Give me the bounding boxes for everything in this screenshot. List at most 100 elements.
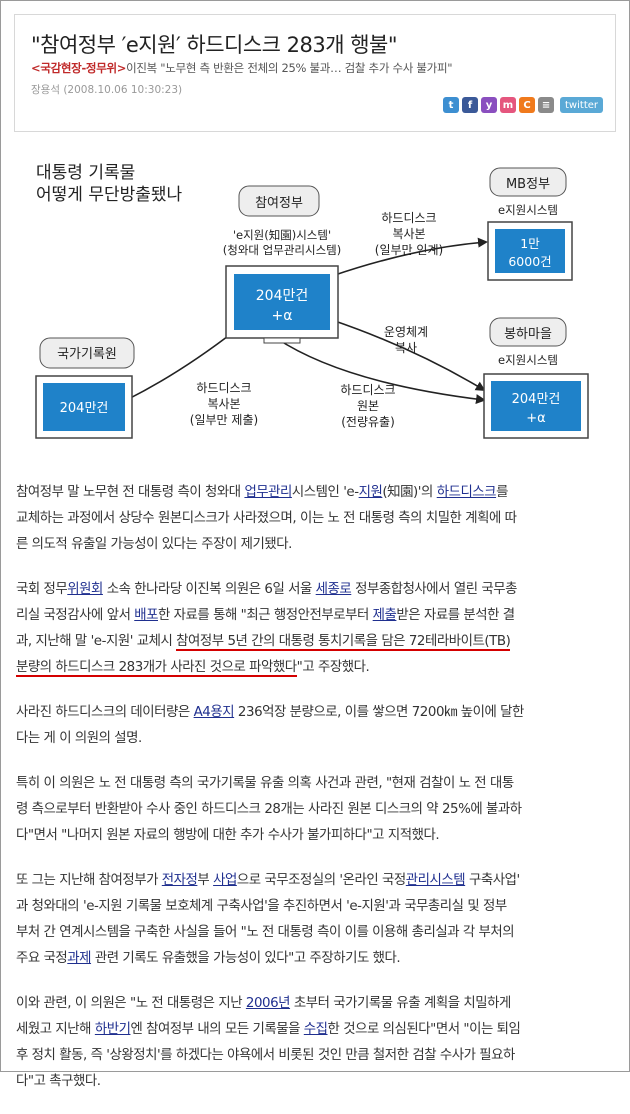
highlighted-text: 분량의 하드디스크 283개가 사라진 것으로 파악했다 (16, 660, 297, 677)
text-line: 다"면서 "나머지 원본 자료의 행방에 대한 추가 수사가 불가피하다"고 지… (16, 828, 440, 843)
keyword-link[interactable]: 전자정 (161, 873, 198, 888)
share-toolbar: t f y m C ≡ twitter (443, 97, 603, 113)
keyword-link[interactable]: 하반기 (94, 1022, 131, 1037)
keyword-link[interactable]: 지원 (358, 485, 383, 500)
text: 부 (197, 873, 214, 888)
text: 한 자료를 통해 "최근 행정안전부로부터 (158, 608, 373, 623)
text: 엔 참여정부 내의 모든 기록물을 (130, 1022, 304, 1037)
text-line: 후 정치 활동, 즉 '상왕정치'를 하겠다는 야욕에서 비롯된 것인 만큼 철… (16, 1048, 515, 1063)
arrow-archive-label1: 하드디스크 (196, 381, 251, 395)
facebook-icon[interactable]: f (462, 97, 479, 113)
keyword-link[interactable]: 수집 (303, 1022, 328, 1037)
keyword-link[interactable]: 세종로 (315, 582, 352, 597)
center-sub1: 'e지원(知園)시스템' (233, 228, 331, 242)
bongha-label-box (489, 317, 567, 347)
text: 이와 관련, 이 의원은 "노 전 대통령은 지난 (16, 996, 246, 1011)
text: 국회 정무 (16, 582, 68, 597)
text: 참여정부 말 노무현 전 대통령 측이 청와대 (16, 485, 245, 500)
arrow-to-mb (331, 237, 488, 277)
bongha-value1: 204만건 (512, 392, 561, 407)
text: 236억장 분량으로, 이를 쌓으면 7200㎞ 높이에 달한 (234, 705, 524, 720)
keyword-link[interactable]: 하드디스크 (436, 485, 497, 500)
archive-label: 국가기록원 (57, 347, 117, 362)
keyword-link[interactable]: 사업 (213, 873, 237, 888)
twitter-button[interactable]: twitter (560, 97, 603, 113)
arrow-orig-label3: (전량유출) (341, 415, 395, 429)
center-sub2: (청와대 업무관리시스템) (223, 243, 341, 257)
bongha-screen (491, 381, 581, 431)
keyword-link[interactable]: A4용지 (193, 705, 235, 720)
text: 주요 국정 (16, 951, 68, 966)
text: 또 그는 지난해 참여정부가 (16, 873, 162, 888)
c-icon[interactable]: C (519, 97, 536, 113)
mb-label: MB정부 (506, 177, 550, 192)
paragraph-4: 특히 이 의원은 노 전 대통령 측의 국가기록물 유출 의혹 사건과 관련, … (16, 771, 616, 849)
m-icon[interactable]: m (500, 97, 517, 113)
keyword-link[interactable]: 과제 (67, 951, 92, 966)
archive-screen (43, 383, 125, 431)
keyword-link[interactable]: 2006년 (245, 996, 291, 1011)
graphic-headline-2: 어떻게 무단방출됐나 (36, 185, 183, 205)
text: 구축사업' (465, 873, 520, 888)
center-screen (234, 274, 330, 330)
arrow-os-label1: 운영체계 (384, 325, 428, 339)
text: 으로 국무조정실의 '온라인 국정 (236, 873, 406, 888)
keyword-link[interactable]: 제출 (372, 608, 397, 623)
arrow-archive-label2: 복사본 (207, 397, 240, 411)
text-line: 령 측으로부터 반환받아 수사 중인 하드디스크 28개는 사라진 원본 디스크… (16, 802, 522, 817)
arrow-os-copy (331, 319, 486, 392)
text-line: 다"고 촉구했다. (16, 1074, 101, 1089)
text: (知園)'의 (382, 485, 437, 500)
highlighted-text: 참여정부 5년 간의 대통령 통치기록을 담은 72테라바이트(TB) (176, 634, 511, 651)
arrow-orig-label2: 원본 (357, 399, 379, 413)
article-title: "참여정부 ′e지원′ 하드디스크 283개 행불" (31, 33, 398, 57)
mb-sub: e지원시스템 (498, 203, 558, 217)
archive-value: 204만건 (60, 401, 109, 416)
keyword-link[interactable]: 위원회 (67, 582, 103, 597)
subtitle-text: 이진복 "노무현 측 반환은 전체의 25% 불과… 검찰 추가 수사 불가피" (126, 61, 453, 75)
print-icon[interactable]: ≡ (538, 97, 555, 113)
center-label: 참여정부 (255, 196, 303, 211)
arrow-mb-label1: 하드디스크 (381, 211, 436, 225)
text-line: 교체하는 과정에서 상당수 원본디스크가 사라졌으며, 이는 노 전 대통령 측… (16, 511, 517, 526)
bongha-value2: +α (526, 411, 545, 426)
bongha-label: 봉하마을 (504, 327, 552, 342)
article-body: 참여정부 말 노무현 전 대통령 측이 청와대 업무관리시스템인 'e-지원(知… (16, 480, 616, 1114)
keyword-link[interactable]: 관리시스템 (405, 873, 466, 888)
paragraph-2: 국회 정무위원회 소속 한나라당 이진복 의원은 6일 서울 세종로 정부종합청… (16, 577, 616, 681)
text: 관련 기록도 유출했을 가능성이 있다"고 주장하기도 했다. (91, 951, 401, 966)
text: 를 (496, 485, 508, 500)
subtitle-category[interactable]: <국감현장-정무위> (31, 61, 127, 75)
article-subtitle: <국감현장-정무위>이진복 "노무현 측 반환은 전체의 25% 불과… 검찰 … (31, 60, 453, 76)
arrow-os-label2: 복사 (395, 341, 417, 355)
text: 한 것으로 의심된다"면서 "이는 퇴임 (327, 1022, 521, 1037)
text: 사라진 하드디스크의 데이터량은 (16, 705, 194, 720)
arrow-archive-label3: (일부만 제출) (190, 413, 258, 427)
y-icon[interactable]: y (481, 97, 498, 113)
arrow-mb-label2: 복사본 (392, 227, 425, 241)
archive-label-box (39, 337, 135, 369)
arrow-mb-label3: (일부만 인계) (375, 243, 443, 257)
keyword-link[interactable]: 업무관리 (244, 485, 292, 500)
text-line: 다는 게 이 의원의 설명. (16, 731, 142, 746)
keyword-link[interactable]: 배포 (134, 608, 158, 623)
arrow-orig-label1: 하드디스크 (340, 383, 395, 397)
paragraph-5: 또 그는 지난해 참여정부가 전자정부 사업으로 국무조정실의 '온라인 국정관… (16, 868, 616, 972)
text-line: 부처 간 연계시스템을 구축한 사실을 들어 "노 전 대통령 측이 이를 이용… (16, 925, 515, 940)
bongha-sub: e지원시스템 (498, 353, 558, 367)
text: "고 주장했다. (296, 660, 370, 675)
center-label-box (238, 185, 320, 217)
text: 리실 국정감사에 앞서 (16, 608, 135, 623)
t-icon[interactable]: t (443, 97, 460, 113)
text: 정부종합청사에서 열린 국무총 (351, 582, 518, 597)
mb-label-box (489, 167, 567, 197)
mb-value2: 6000건 (508, 254, 551, 269)
text: 시스템인 'e- (291, 485, 359, 500)
arrow-original (275, 337, 486, 404)
article-header: "참여정부 ′e지원′ 하드디스크 283개 행불" <국감현장-정무위>이진복… (14, 14, 616, 132)
center-value2: +α (272, 308, 293, 324)
mb-screen (495, 229, 565, 273)
text-line: 른 의도적 유출일 가능성이 있다는 주장이 제기됐다. (16, 537, 292, 552)
paragraph-3: 사라진 하드디스크의 데이터량은 A4용지 236억장 분량으로, 이를 쌓으면… (16, 700, 616, 752)
text-line: 과 청와대의 'e-지원 기록물 보호체계 구축사업'을 추진하면서 'e-지원… (16, 899, 507, 914)
